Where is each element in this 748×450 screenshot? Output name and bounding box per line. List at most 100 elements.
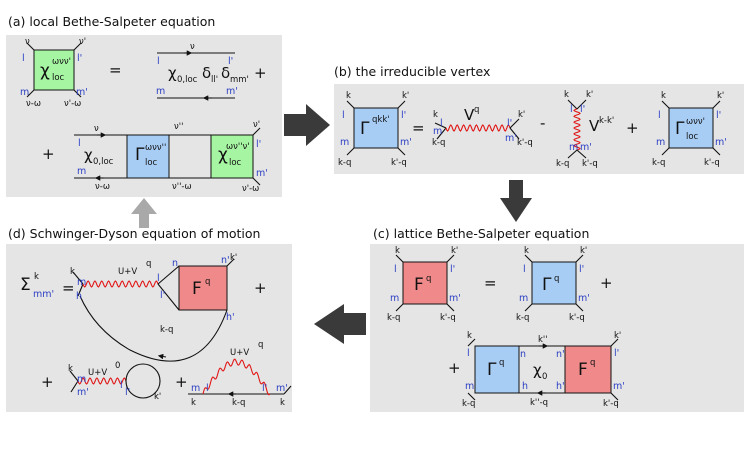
wavy-line-vkk [573,108,581,151]
svg-text:k: k [191,398,196,408]
svg-text:l': l' [614,348,619,359]
svg-text:k-q: k-q [462,399,475,409]
f-q-box-rhs [564,345,612,394]
svg-text:k'-q: k'-q [569,313,585,323]
svg-text:m': m' [226,86,238,97]
svg-text:k'-q: k'-q [391,158,407,168]
svg-text:F: F [414,275,424,295]
svg-text:k: k [433,110,438,120]
svg-text:ωνν': ωνν' [52,57,71,67]
svg-text:+: + [41,373,54,391]
svg-text:ν: ν [25,37,30,47]
svg-text:k-q: k-q [232,398,245,408]
svg-text:l: l [157,273,160,284]
svg-text:=: = [484,274,497,292]
svg-text:δ: δ [221,64,230,82]
svg-text:V: V [589,117,600,135]
svg-text:m: m [77,166,86,177]
svg-text:m: m [340,137,349,148]
wavy-line-vq [445,124,511,132]
chi-loc-box-rhs [210,134,254,179]
wavy-line-fock [202,358,271,396]
svg-text:q: q [499,358,504,368]
svg-text:q: q [474,105,479,115]
svg-text:loc: loc [229,158,242,168]
svg-text:U+V: U+V [118,267,137,277]
svg-text:m': m' [276,383,288,394]
svg-text:l': l' [579,264,584,275]
panel-d: Σ k mm' = F q U+V q k m h l l' n k' n' h… [20,253,292,408]
svg-text:n: n [172,258,178,269]
svg-text:k': k' [586,90,593,100]
svg-text:m': m' [256,168,268,179]
svg-text:k': k' [402,91,409,101]
gamma-loc-box-b [668,107,714,149]
svg-text:k''-q: k''-q [530,398,548,408]
svg-text:l': l' [125,387,130,398]
svg-text:q: q [146,259,151,269]
svg-text:q: q [426,274,431,284]
svg-text:l': l' [507,118,512,129]
svg-text:ν'-ω: ν'-ω [64,99,81,109]
f-q-box-lhs [402,261,448,305]
svg-text:Γ: Γ [487,360,497,380]
svg-text:+: + [42,145,55,163]
arrow-d-to-a [131,198,157,228]
svg-text:k: k [524,246,529,256]
chi-loc-box-lhs [33,49,75,91]
svg-text:k: k [346,91,351,101]
arrow-a-to-b [284,104,330,146]
svg-text:n: n [520,349,526,360]
svg-text:l': l' [401,110,406,121]
svg-text:k-q: k-q [556,159,569,169]
svg-text:=: = [109,61,122,79]
svg-text:k: k [70,267,75,277]
svg-text:k: k [34,272,39,282]
panel-d-background [6,244,292,412]
svg-text:m': m' [580,142,592,153]
svg-text:l': l' [160,290,165,301]
gamma-q-box-c-top [531,261,577,305]
hartree-loop [125,363,161,399]
svg-text:l: l [658,110,661,121]
svg-text:k-q: k-q [160,325,173,335]
svg-text:k': k' [154,392,161,402]
svg-text:l: l [206,383,209,394]
svg-text:l: l [22,53,25,64]
svg-text:l: l [394,264,397,275]
svg-text:k-q: k-q [516,313,529,323]
svg-text:χ: χ [84,146,93,164]
svg-text:Γ: Γ [360,119,370,139]
svg-text:m': m' [77,387,89,398]
svg-text:=: = [412,119,425,137]
svg-text:k'-q: k'-q [517,138,533,148]
svg-text:χ: χ [40,61,50,81]
svg-text:k: k [280,398,285,408]
svg-text:m': m' [449,293,461,304]
svg-text:l: l [157,56,160,67]
svg-text:l': l' [716,110,721,121]
svg-text:k': k' [717,91,724,101]
svg-text:ν': ν' [253,120,260,130]
svg-text:ν: ν [190,42,195,52]
svg-text:k'-q: k'-q [603,399,619,409]
svg-text:m: m [433,126,442,137]
svg-text:m: m [519,293,528,304]
svg-text:ωνν': ωνν' [686,117,705,127]
svg-text:h': h' [556,381,565,392]
svg-text:k: k [395,246,400,256]
svg-text:ν'': ν'' [174,122,183,132]
svg-text:+: + [626,119,639,137]
svg-text:m': m' [578,293,590,304]
svg-text:0,loc: 0,loc [177,75,198,85]
svg-text:h': h' [226,312,235,323]
svg-text:loc: loc [686,132,699,142]
svg-text:ν''-ω: ν''-ω [172,182,192,192]
panel-c-title: (c) lattice Bethe-Salpeter equation [373,226,589,241]
svg-text:k: k [661,91,666,101]
svg-text:q: q [590,358,595,368]
wavy-line-uvq-main [82,280,159,288]
svg-text:k'-q: k'-q [704,158,720,168]
